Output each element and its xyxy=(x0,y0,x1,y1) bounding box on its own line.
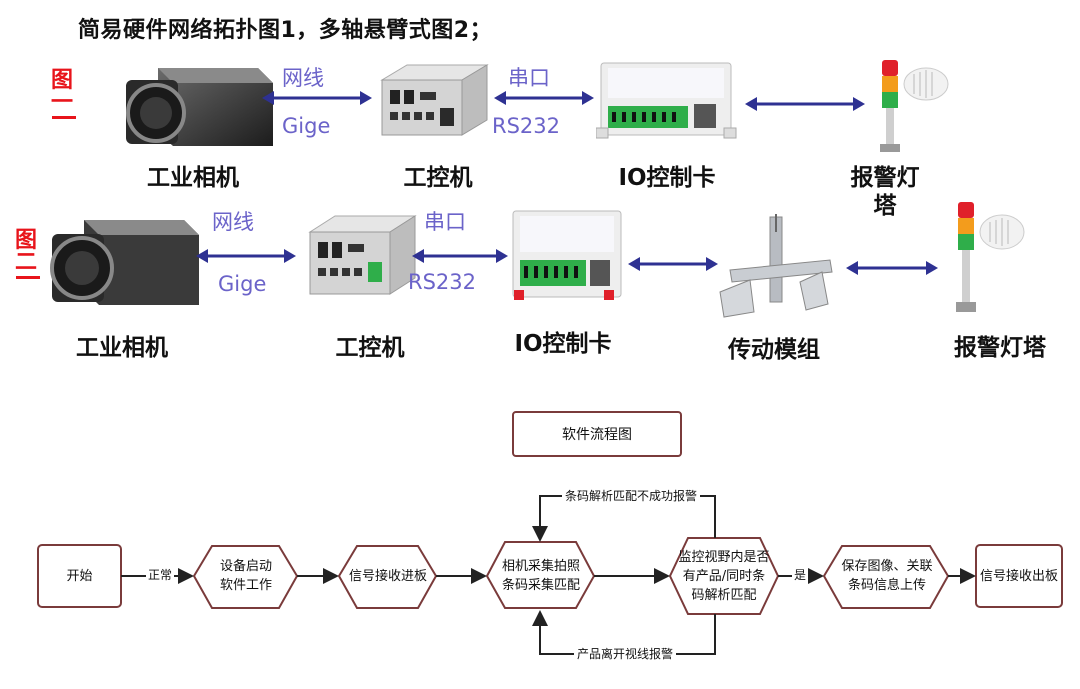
arrow-camera-ipc xyxy=(196,249,296,263)
arrow-io-tower xyxy=(745,97,865,111)
signal-out-node xyxy=(975,544,1063,608)
industrial-pc-image xyxy=(308,215,417,295)
capture-node xyxy=(485,541,596,609)
figure-1-label-underline xyxy=(52,116,76,119)
io-control-card-image xyxy=(596,62,737,139)
figure-2-camera-caption: 工业相机 xyxy=(76,335,168,361)
loop-top-label: 条码解析匹配不成功报警 xyxy=(562,487,701,504)
link-label-network-cable: 网线 xyxy=(212,210,254,234)
arrow-camera-ipc xyxy=(262,91,372,105)
figure-2-io-card-caption: IO控制卡 xyxy=(514,331,612,357)
decision-line-2: 有产品/同时条 xyxy=(682,569,766,584)
save-line-1: 保存图像、关联 xyxy=(841,559,933,574)
loop-bottom-label: 产品离开视线报警 xyxy=(574,645,677,662)
save-line-2: 条码信息上传 xyxy=(847,578,926,593)
edge-yes-label: 是 xyxy=(792,566,809,583)
io-control-card-image xyxy=(512,210,622,300)
link-label-serial-port: 串口 xyxy=(424,210,466,234)
link-label-rs232: RS232 xyxy=(492,114,561,138)
flowchart-title-box xyxy=(512,411,682,457)
figure-2-label: 图二 xyxy=(14,230,40,274)
figure-1-io-card-caption: IO控制卡 xyxy=(618,165,716,191)
save-node-label: 保存图像、关联 条码信息上传 xyxy=(826,557,948,595)
capture-line-1: 相机采集拍照 xyxy=(501,559,580,574)
link-label-gige: Gige xyxy=(218,272,267,296)
decision-node xyxy=(668,537,780,615)
arrow-ipc-io xyxy=(412,249,508,263)
industrial-camera-image xyxy=(50,220,199,305)
motion-module-image xyxy=(719,214,833,318)
signal-out-node-label: 信号接收出板 xyxy=(979,569,1058,584)
signal-in-node-label: 信号接收进板 xyxy=(348,569,427,584)
capture-node-label: 相机采集拍照 条码采集匹配 xyxy=(488,557,594,595)
figure-2-tower-caption: 报警灯塔 xyxy=(954,335,1046,361)
page-title: 简易硬件网络拓扑图1，多轴悬臂式图2； xyxy=(78,18,493,43)
figure-1-ipc-caption: 工控机 xyxy=(403,165,473,191)
link-label-gige: Gige xyxy=(282,114,331,138)
industrial-pc-image xyxy=(380,64,489,136)
decision-line-3: 码解析匹配 xyxy=(691,588,757,603)
edge-normal-label: 正常 xyxy=(146,566,175,583)
figure-1-camera-caption: 工业相机 xyxy=(147,165,239,191)
decision-node-label: 监控视野内是否 有产品/同时条 码解析匹配 xyxy=(668,548,780,605)
arrow-io-motion xyxy=(628,257,718,271)
figure-2-motion-caption: 传动模组 xyxy=(728,337,820,363)
arrow-ipc-io xyxy=(494,91,594,105)
figure-2-ipc-caption: 工控机 xyxy=(335,335,405,361)
capture-line-2: 条码采集匹配 xyxy=(501,578,580,593)
arrow-motion-tower xyxy=(846,261,938,275)
link-label-rs232: RS232 xyxy=(408,270,477,294)
device-start-node-label: 设备启动 软件工作 xyxy=(196,557,296,595)
device-start-line-2: 软件工作 xyxy=(219,578,272,593)
signal-in-node xyxy=(337,545,438,609)
figure-2-label-text: 图二 xyxy=(14,228,37,275)
link-label-serial-port: 串口 xyxy=(508,66,550,90)
start-node-label: 开始 xyxy=(66,569,93,584)
figure-1-label-text: 图一 xyxy=(50,68,73,115)
link-label-network-cable: 网线 xyxy=(282,66,324,90)
device-start-line-1: 设备启动 xyxy=(219,559,272,574)
figure-1-tower-caption: 报警灯塔 xyxy=(850,165,920,219)
figure-2-label-underline xyxy=(16,276,40,279)
flowchart-title: 软件流程图 xyxy=(562,427,632,443)
save-node xyxy=(822,545,950,609)
figure-1-label: 图一 xyxy=(50,70,76,114)
alarm-tower-image xyxy=(956,202,1025,312)
device-start-node xyxy=(192,545,299,609)
decision-line-1: 监控视野内是否 xyxy=(678,550,770,565)
alarm-tower-image xyxy=(880,60,949,152)
industrial-camera-image xyxy=(126,68,273,146)
